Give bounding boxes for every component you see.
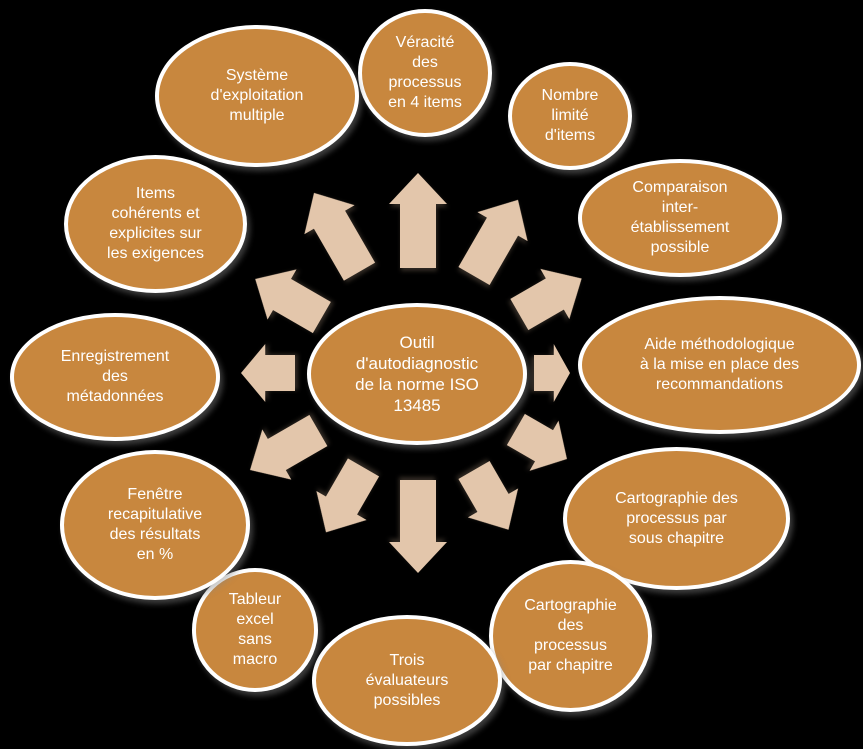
node-label: Nombre limité d'items <box>541 87 599 144</box>
node-label: Items cohérents et explicites sur les ex… <box>107 185 204 262</box>
node-label: Véracité des processus en 4 items <box>388 34 462 111</box>
outward-arrow-210deg <box>316 458 380 533</box>
outward-arrow-60deg <box>510 268 582 331</box>
outward-arrow-30deg <box>458 199 528 286</box>
outward-arrow-180deg <box>389 480 447 573</box>
node-label: Trois évaluateurs possibles <box>365 651 449 709</box>
node-fenetre-recapitulative: Fenêtre recapitulative des résultats en … <box>60 450 250 600</box>
outward-arrow-90deg <box>534 344 570 402</box>
node-label: Outil d'autodiagnostic de la norme ISO 1… <box>355 333 479 415</box>
node-comparaison-inter-etablissement: Comparaison inter- établissement possibl… <box>578 159 782 277</box>
node-label: Cartographie des processus par chapitre <box>524 597 617 674</box>
node-trois-evaluateurs: Trois évaluateurs possibles <box>312 615 502 746</box>
node-label: Enregistrement des métadonnées <box>60 348 170 405</box>
outward-arrow-270deg <box>241 344 295 402</box>
node-label: Fenêtre recapitulative des résultats en … <box>107 486 203 563</box>
node-cartographie-chapitre: Cartographie des processus par chapitre <box>489 560 652 712</box>
outward-arrow-330deg <box>304 192 376 281</box>
node-label: Comparaison inter- établissement possibl… <box>630 179 730 256</box>
outward-arrow-240deg <box>249 414 328 480</box>
node-label: Système d'exploitation multiple <box>210 67 304 124</box>
node-nombre-limite-items: Nombre limité d'items <box>508 62 632 170</box>
node-items-coherents: Items cohérents et explicites sur les ex… <box>64 155 247 293</box>
node-label: Cartographie des processus par sous chap… <box>615 489 738 547</box>
node-label: Aide méthodologique à la mise en place d… <box>639 336 800 393</box>
node-tableur-excel: Tableur excel sans macro <box>192 568 318 692</box>
node-enregistrement-metadonnees: Enregistrement des métadonnées <box>10 313 220 441</box>
node-veracite-processus: Véracité des processus en 4 items <box>358 9 492 137</box>
node-systeme-exploitation: Système d'exploitation multiple <box>155 25 359 167</box>
outward-arrow-300deg <box>255 269 331 334</box>
node-label: Tableur excel sans macro <box>228 591 282 668</box>
outward-arrow-120deg <box>506 413 567 471</box>
node-outil-autodiagnostic: Outil d'autodiagnostic de la norme ISO 1… <box>307 303 527 445</box>
outward-arrow-150deg <box>458 460 519 530</box>
node-aide-methodologique: Aide méthodologique à la mise en place d… <box>578 296 861 434</box>
outward-arrow-0deg <box>389 173 447 268</box>
